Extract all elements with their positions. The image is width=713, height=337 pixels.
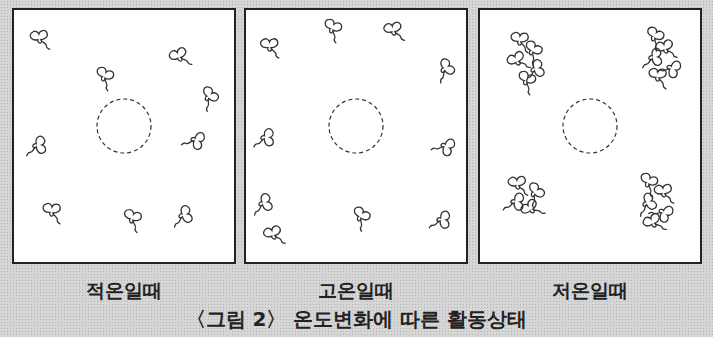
- figure-caption: 〈그림 2〉 온도변화에 따른 활동상태: [0, 306, 713, 333]
- panel-art: [12, 8, 236, 264]
- panel-label: 저온일때: [480, 278, 700, 304]
- panel-box: 저온일때: [478, 8, 702, 264]
- panel-box: 고온일때: [244, 8, 468, 264]
- panel-label: 고온일때: [246, 278, 466, 304]
- panel-art: [244, 8, 468, 264]
- panel-art: [478, 8, 702, 264]
- panel-label: 적온일때: [14, 278, 234, 304]
- panel-box: 적온일때: [12, 8, 236, 264]
